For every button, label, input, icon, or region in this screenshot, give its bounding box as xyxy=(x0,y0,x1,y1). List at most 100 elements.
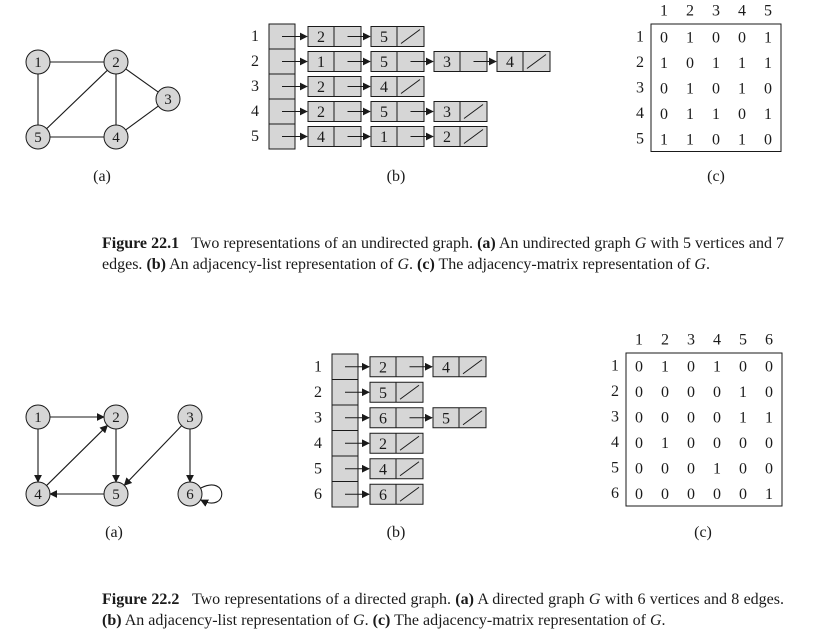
fig2-node-label-5: 5 xyxy=(112,487,120,503)
fig2-edge-3-5 xyxy=(123,425,183,486)
fig2-cell-1-3: 0 xyxy=(687,358,695,375)
fig2-col-header-2: 2 xyxy=(661,332,669,349)
fig2-node-6 xyxy=(177,481,203,507)
fig2-cell-6-6: 1 xyxy=(765,486,773,503)
fig1-row-header-4: 4 xyxy=(636,105,644,122)
caption-var: G xyxy=(588,591,601,608)
caption-text: The adjacency-matrix representation of xyxy=(394,612,646,629)
caption-var: G xyxy=(634,235,647,252)
fig2-col-header-3: 3 xyxy=(687,332,695,349)
caption-text: with 6 vertices and 8 edges. xyxy=(604,591,784,608)
fig2-list-value-1-4: 4 xyxy=(442,359,450,376)
fig2-cell-3-5: 1 xyxy=(739,409,747,426)
fig2-col-header-6: 6 xyxy=(765,332,773,349)
fig1-cell-1-4: 0 xyxy=(738,29,746,46)
caption-text: . xyxy=(409,256,414,273)
fig1-cell-3-2: 1 xyxy=(686,80,694,97)
fig1-node-label-3: 3 xyxy=(164,92,172,108)
caption-part-a: (a) xyxy=(477,235,496,252)
fig2-cell-1-5: 0 xyxy=(739,358,747,375)
fig1-row-index-3: 3 xyxy=(251,78,259,95)
fig1-nil-slash xyxy=(463,129,484,144)
caption-var: G xyxy=(694,256,706,273)
fig2-cell-3-2: 0 xyxy=(661,409,669,426)
fig2-cell-4-1: 0 xyxy=(635,435,643,452)
fig2-col-header-4: 4 xyxy=(713,332,721,349)
fig1-cell-2-4: 1 xyxy=(738,55,746,72)
fig2-cell-3-6: 1 xyxy=(765,409,773,426)
fig1-row-header-1: 1 xyxy=(636,28,644,45)
fig1-cell-4-1: 0 xyxy=(660,106,668,123)
fig2-cell-5-5: 0 xyxy=(739,460,747,477)
fig2-row-index-6: 6 xyxy=(314,486,322,503)
fig2-nil-slash xyxy=(399,486,420,502)
fig1-list-value-5-2: 2 xyxy=(443,129,451,146)
fig2-cell-4-6: 0 xyxy=(765,435,773,452)
fig1-list-value-4-3: 3 xyxy=(443,104,451,121)
fig2-nil-slash xyxy=(399,435,420,451)
fig1-cell-5-4: 1 xyxy=(738,131,746,148)
fig2-cell-2-3: 0 xyxy=(687,384,695,401)
fig2-node-4 xyxy=(25,481,51,507)
fig1-col-header-3: 3 xyxy=(712,3,720,20)
fig2-nil-slash xyxy=(462,359,483,375)
fig2-node-label-4: 4 xyxy=(34,487,42,503)
figure-22-1-caption: Figure 22.1 Two representations of an un… xyxy=(102,233,784,275)
caption-text: An adjacency-list representation of xyxy=(169,256,394,273)
fig2-cell-6-3: 0 xyxy=(687,486,695,503)
fig2-cell-5-3: 0 xyxy=(687,460,695,477)
fig1-node-3 xyxy=(155,86,181,112)
fig1-edge-2-3 xyxy=(125,68,159,93)
fig1-label-b: (b) xyxy=(386,168,406,185)
fig2-row-header-6: 6 xyxy=(611,485,619,502)
fig1-cell-4-2: 1 xyxy=(686,106,694,123)
fig1-list-value-1-2: 2 xyxy=(317,29,325,46)
caption-text: An undirected graph xyxy=(498,235,631,252)
fig1-cell-5-3: 0 xyxy=(712,131,720,148)
fig1-list-value-4-2: 2 xyxy=(317,104,325,121)
fig2-cell-4-4: 0 xyxy=(713,435,721,452)
fig1-col-header-1: 1 xyxy=(660,3,668,20)
fig1-node-label-5: 5 xyxy=(34,130,42,146)
fig2-cell-1-1: 0 xyxy=(635,358,643,375)
fig1-nil-slash xyxy=(463,104,484,119)
fig2-node-label-1: 1 xyxy=(34,410,42,426)
caption-text: . xyxy=(661,612,666,629)
fig1-node-label-1: 1 xyxy=(34,55,42,71)
fig1-node-1 xyxy=(25,49,51,75)
fig1-edge-3-4 xyxy=(125,105,159,131)
fig1-list-value-5-4: 4 xyxy=(317,129,325,146)
fig2-row-header-4: 4 xyxy=(611,434,619,451)
fig1-label-a: (a) xyxy=(93,168,111,185)
caption-text: An adjacency-list representation of xyxy=(124,612,350,629)
fig2-node-label-6: 6 xyxy=(186,487,194,503)
fig1-cell-3-4: 1 xyxy=(738,80,746,97)
fig1-list-value-2-5: 5 xyxy=(380,54,388,71)
fig1-nil-slash xyxy=(400,29,421,44)
caption-part-a: (a) xyxy=(455,591,474,608)
fig2-col-header-5: 5 xyxy=(739,332,747,349)
fig1-cell-2-5: 1 xyxy=(764,55,772,72)
fig1-nil-slash xyxy=(526,54,547,69)
fig2-label-a: (a) xyxy=(105,524,123,541)
fig2-cell-2-4: 0 xyxy=(713,384,721,401)
fig2-row-index-4: 4 xyxy=(314,435,322,452)
fig1-edge-2-5 xyxy=(46,69,108,130)
fig1-row-index-2: 2 xyxy=(251,53,259,70)
fig2-row-header-2: 2 xyxy=(611,383,619,400)
caption-text: The adjacency-matrix representation of xyxy=(438,256,691,273)
fig2-cell-2-2: 0 xyxy=(661,384,669,401)
fig2-cell-5-2: 0 xyxy=(661,460,669,477)
fig2-cell-1-4: 1 xyxy=(713,358,721,375)
caption-var: G xyxy=(649,612,662,629)
fig1-cell-3-1: 0 xyxy=(660,80,668,97)
fig1-node-label-2: 2 xyxy=(112,55,120,71)
fig2-node-3 xyxy=(177,404,203,430)
fig2-label-b: (b) xyxy=(386,524,406,541)
fig1-col-header-2: 2 xyxy=(686,3,694,20)
fig2-list-value-2-5: 5 xyxy=(379,385,387,402)
fig2-cell-3-4: 0 xyxy=(713,409,721,426)
